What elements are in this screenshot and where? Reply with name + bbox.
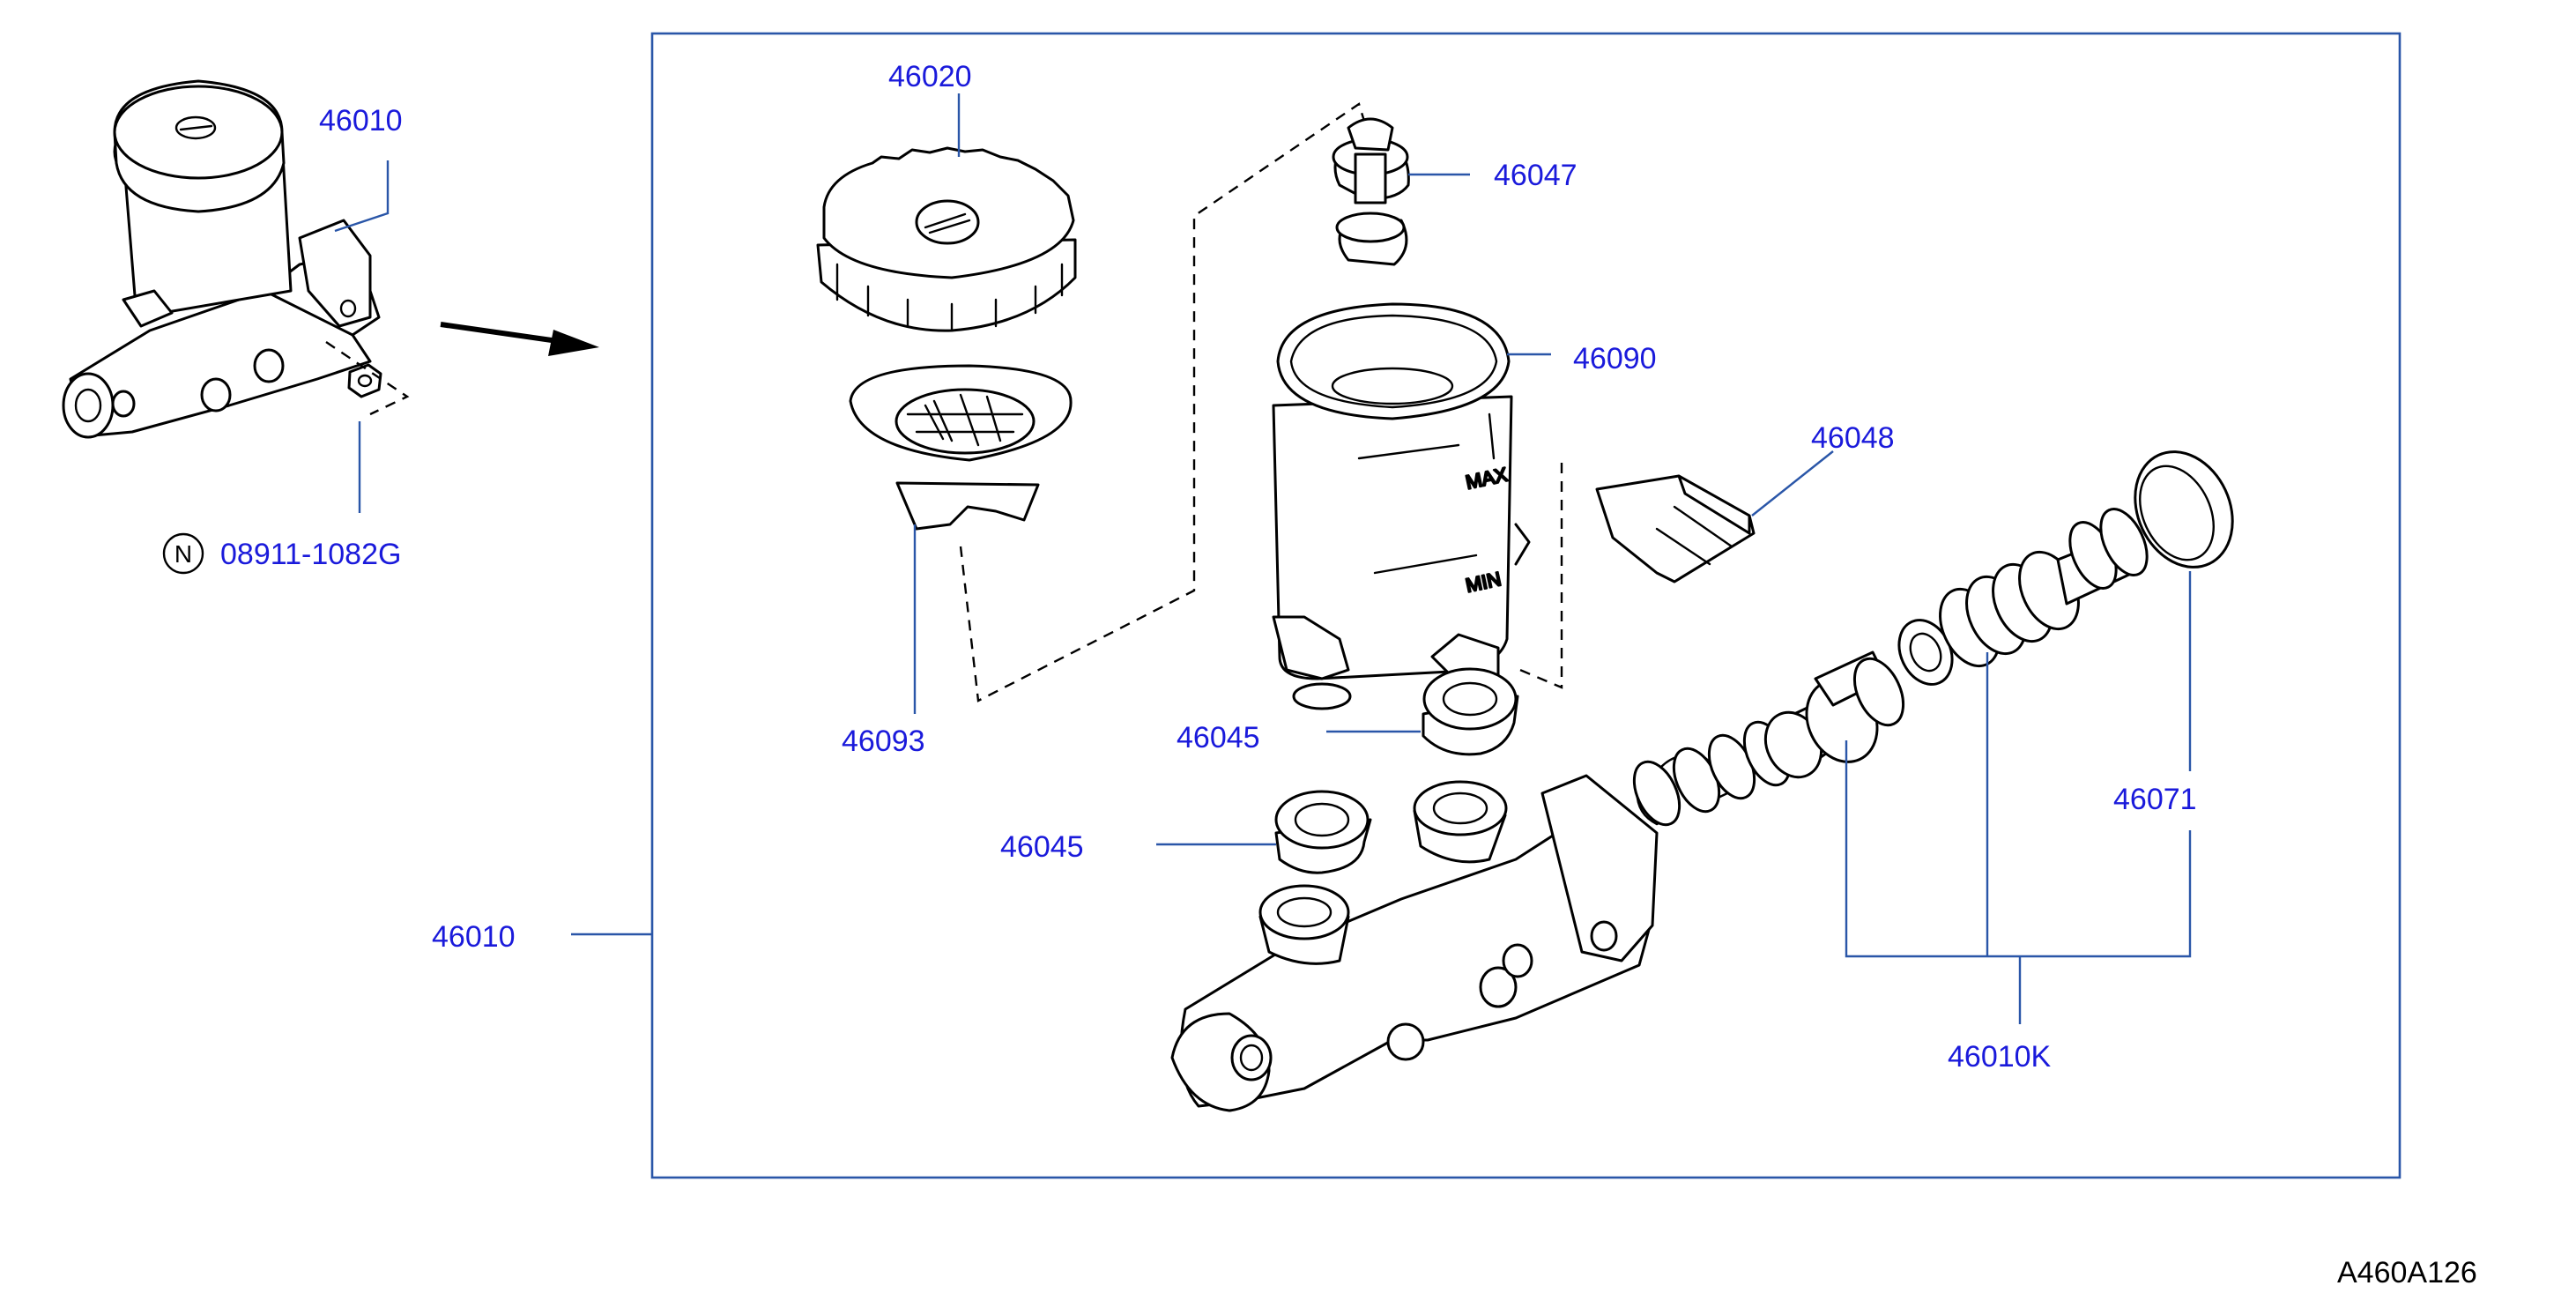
overview-master-cylinder-assembly xyxy=(62,79,382,439)
strainer xyxy=(849,364,1073,531)
overview-nut-dashline xyxy=(325,341,410,416)
callout-cap: 46020 xyxy=(888,60,972,93)
reservoir-cap xyxy=(816,146,1077,332)
callout-grommet-lower: 46045 xyxy=(1000,830,1084,864)
callout-overview-46010: 46010 xyxy=(319,104,403,137)
callout-pin: 46048 xyxy=(1811,421,1895,455)
primary-piston xyxy=(1763,650,1905,779)
callout-seal-ring: 46071 xyxy=(2113,783,2197,816)
leader-pin xyxy=(1751,450,1834,517)
grommet-lower xyxy=(1274,790,1372,874)
master-cylinder-body xyxy=(1170,774,1659,1112)
leader-kit-bracket xyxy=(1845,740,2192,958)
reservoir-dashline xyxy=(1515,463,1563,689)
diagram-reference-code: A460A126 xyxy=(2337,1256,2477,1289)
seal-ring xyxy=(2134,450,2234,569)
nut-marker-letter: N xyxy=(174,540,192,568)
secondary-piston xyxy=(1897,508,2149,686)
callout-grommet-upper: 46045 xyxy=(1177,721,1260,754)
leader-overview-46010 xyxy=(334,160,390,233)
detail-frame xyxy=(650,32,2402,1179)
arrow-to-detail xyxy=(440,322,599,356)
callout-repair-kit: 46010K xyxy=(1948,1040,2052,1074)
reservoir-connector xyxy=(1332,117,1410,266)
callout-connector: 46047 xyxy=(1494,159,1578,192)
nut-marker: N xyxy=(162,532,204,575)
grommet-upper xyxy=(1422,667,1519,756)
callout-nut: 08911-1082G xyxy=(220,538,401,571)
callout-strainer: 46093 xyxy=(842,725,925,758)
callout-body: 46010 xyxy=(432,920,516,954)
reservoir-pin xyxy=(1595,474,1756,583)
fluid-reservoir: MAX MIN xyxy=(1272,302,1531,710)
callout-reservoir: 46090 xyxy=(1573,342,1657,375)
